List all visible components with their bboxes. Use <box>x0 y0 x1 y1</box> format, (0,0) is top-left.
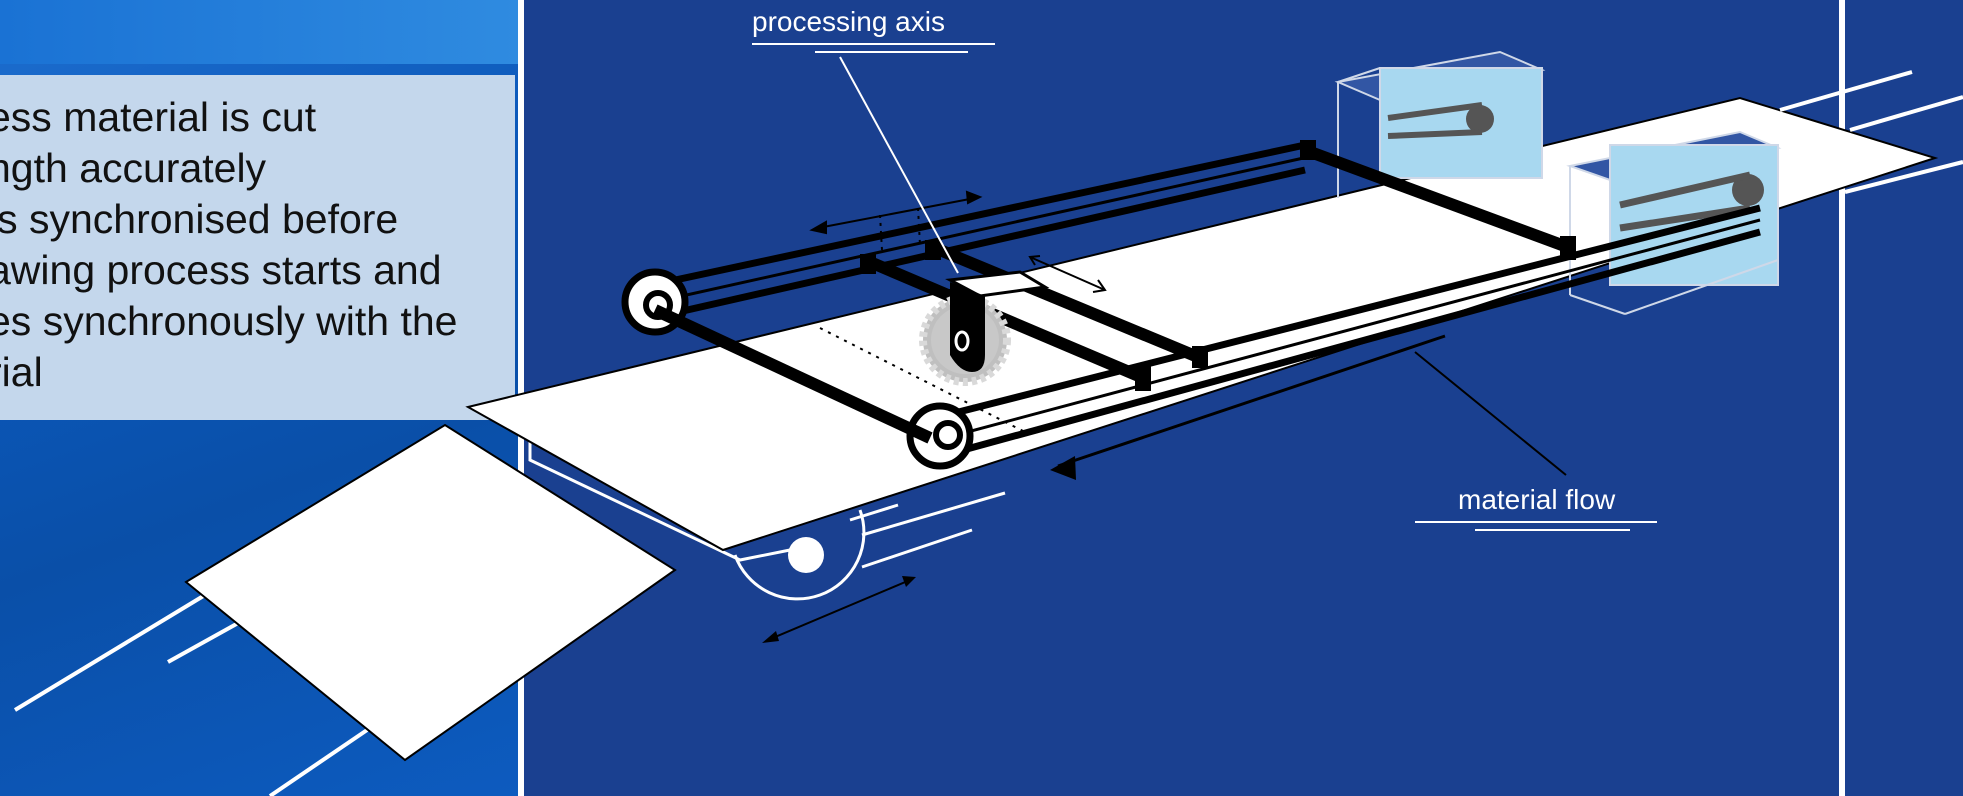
description-line: ess material is cut <box>0 94 317 140</box>
description-line: awing process starts and <box>0 247 442 293</box>
traverse-arrows <box>809 190 1107 293</box>
gantry-feet <box>860 140 1576 391</box>
speed-lines-right <box>1779 70 1963 194</box>
description-line: es synchronously with the <box>0 298 458 344</box>
front-housing <box>1566 130 1782 315</box>
material-flow-label: material flow <box>1458 484 1616 515</box>
description-line: ngth accurately <box>0 145 267 191</box>
cut-sheet <box>184 423 677 762</box>
material-flow-leader <box>1414 351 1567 476</box>
description-line: is synchronised before <box>0 196 399 242</box>
gantry <box>652 144 1573 444</box>
description-line: rial <box>0 349 43 395</box>
speed-lines-left <box>13 593 372 796</box>
processing-axis-label: processing axis <box>752 6 945 37</box>
front-belt <box>906 204 1761 470</box>
lower-roller-hub <box>788 537 824 573</box>
conveyor-arrow <box>762 576 916 643</box>
material-flow-arrow <box>1050 334 1446 480</box>
processing-axis-leader <box>839 56 959 274</box>
left-panel: ess material is cut ngth accurately is s… <box>0 0 518 796</box>
description-box: ess material is cut ngth accurately is s… <box>0 75 515 420</box>
left-top-strip <box>0 0 518 64</box>
panel-divider-right <box>1839 0 1845 796</box>
label-underlines <box>752 43 1657 531</box>
cut-line <box>819 327 1026 433</box>
material-sheet <box>465 96 1939 552</box>
back-housing <box>1334 50 1546 198</box>
conveyor-lower <box>528 440 1006 643</box>
saw-carriage <box>945 270 1050 372</box>
